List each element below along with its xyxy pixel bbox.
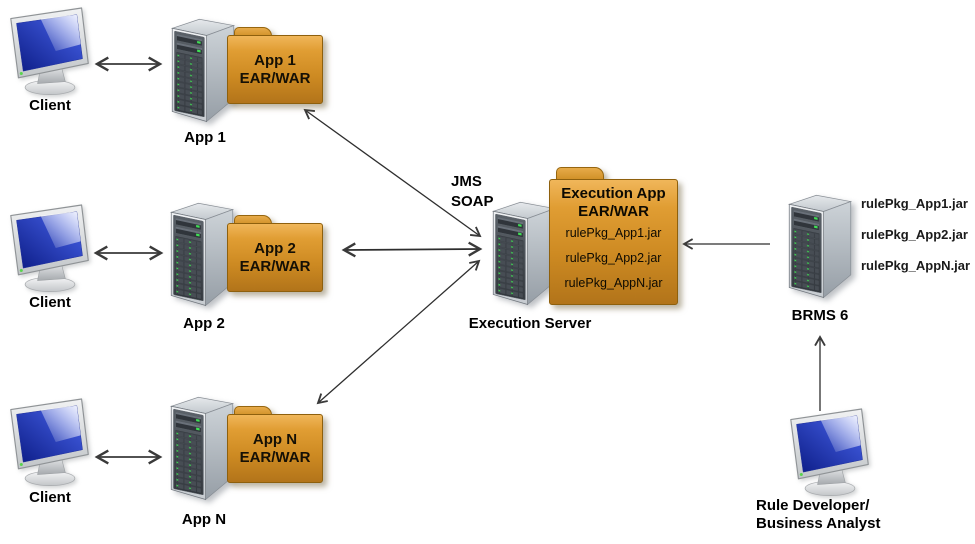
folder-title-line1: App N — [252, 430, 298, 448]
brms-server-icon — [782, 188, 858, 302]
folder-title-line2: EAR/WAR — [239, 257, 311, 275]
protocol-jms-label: JMS — [451, 173, 482, 190]
folder-title-line2: EAR/WAR — [239, 448, 311, 466]
folder-title-line2: EAR/WAR — [239, 69, 311, 87]
app-server-label: App 1 — [184, 129, 226, 146]
brms-file: rulePkg_App2.jar — [861, 227, 968, 242]
folder-tab — [234, 27, 272, 38]
execution-folder-title-line1: Execution App — [561, 185, 666, 202]
developer-monitor-icon — [786, 407, 874, 499]
ear-war-folder: App 1 EAR/WAR — [227, 27, 323, 104]
execution-folder-file: rulePkg_App1.jar — [565, 226, 662, 240]
execution-folder-file: rulePkg_AppN.jar — [564, 276, 663, 290]
execution-folder-title-line2: EAR/WAR — [578, 203, 649, 220]
developer-label-line1: Rule Developer/ — [756, 497, 870, 514]
arrow-appN-execution — [316, 259, 481, 405]
brms-file: rulePkg_AppN.jar — [861, 258, 971, 273]
ear-war-folder: App 2 EAR/WAR — [227, 215, 323, 292]
execution-app-folder: Execution App EAR/WAR rulePkg_App1.jar r… — [549, 167, 678, 305]
brms-file-list: rulePkg_App1.jar rulePkg_App2.jar rulePk… — [861, 197, 970, 290]
folder-title-line1: App 2 — [254, 239, 296, 257]
app-server-label: App N — [181, 511, 227, 528]
execution-folder-file: rulePkg_App2.jar — [565, 251, 662, 265]
client-monitor-icon — [6, 203, 94, 295]
client-monitor-icon — [6, 397, 94, 489]
ear-war-folder: App N EAR/WAR — [227, 406, 323, 483]
app-server-label: App 2 — [183, 315, 225, 332]
brms-server-label: BRMS 6 — [791, 307, 849, 324]
client-label: Client — [29, 97, 71, 114]
folder-tab — [234, 215, 272, 226]
execution-server-label: Execution Server — [468, 315, 592, 332]
folder-tab — [556, 167, 604, 181]
folder-title-line1: App 1 — [254, 51, 296, 69]
brms-file: rulePkg_App1.jar — [861, 196, 968, 211]
client-monitor-icon — [6, 6, 94, 98]
arrow-app2-execution — [341, 241, 483, 258]
developer-label-line2: Business Analyst — [756, 515, 881, 532]
folder-tab — [234, 406, 272, 417]
client-label: Client — [29, 489, 71, 506]
client-label: Client — [29, 294, 71, 311]
